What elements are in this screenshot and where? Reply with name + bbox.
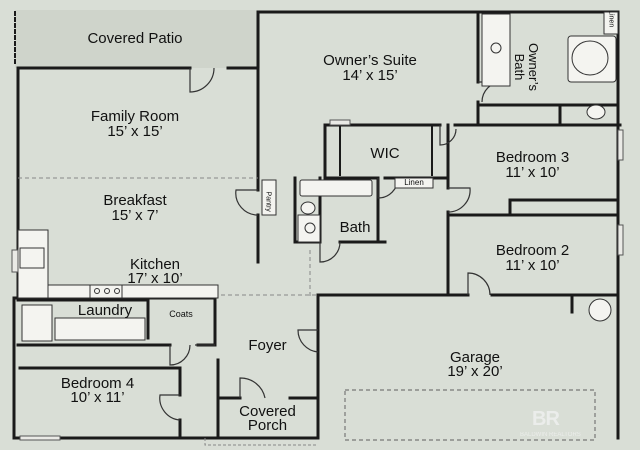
water-heater xyxy=(588,298,612,322)
bedroom-3-size: 11’ x 10’ xyxy=(505,164,560,181)
family-room-size: 15’ x 15’ xyxy=(107,123,163,140)
bath-tub xyxy=(299,179,373,197)
bedroom-4-size: 10’ x 11’ xyxy=(70,389,125,406)
covered-patio-label: Covered Patio xyxy=(87,30,183,47)
kitchen-label: Kitchen xyxy=(129,256,181,273)
coats-label: Coats xyxy=(169,309,193,319)
watermark-text: BALDWIN REALTORS xyxy=(520,432,581,438)
fixtures xyxy=(17,11,619,342)
garage-label: Garage xyxy=(449,349,501,366)
laundry-label: Laundry xyxy=(77,302,133,319)
owners-bath-linen-label: Linen xyxy=(607,10,615,28)
washer xyxy=(21,304,53,342)
windows xyxy=(11,119,624,441)
owners-bath-linen-closet xyxy=(603,11,619,35)
pantry-shelf xyxy=(261,179,277,216)
owners-suite-label: Owner’s Suite xyxy=(323,52,417,69)
kitchen-size: 17’ x 10’ xyxy=(127,270,183,287)
watermark-logo: BR xyxy=(532,408,560,430)
bath-label: Bath xyxy=(339,219,371,236)
bedroom-3-label: Bedroom 3 xyxy=(495,149,570,166)
foyer-label: Foyer xyxy=(248,337,287,354)
linen-label: Linen xyxy=(404,178,424,187)
pantry-label: Pantry xyxy=(264,191,272,212)
walls xyxy=(12,10,622,440)
dryer xyxy=(54,317,146,341)
kitchen-sink xyxy=(19,247,45,269)
owners-bath-label: Owner’s Bath xyxy=(512,43,541,91)
bedroom-2-size: 11’ x 10’ xyxy=(505,257,560,274)
patio-floor xyxy=(15,10,260,68)
bath-toilet xyxy=(300,201,316,215)
covered-porch-label-2: Porch xyxy=(247,417,288,434)
porch-boundary xyxy=(204,438,318,446)
wic-label: WIC xyxy=(370,145,400,162)
breakfast-size: 15’ x 7’ xyxy=(111,207,159,224)
covered-porch-label: Covered xyxy=(239,403,296,420)
breakfast-label: Breakfast xyxy=(103,192,167,209)
family-room-label: Family Room xyxy=(90,108,180,125)
bedroom-4-label: Bedroom 4 xyxy=(60,375,135,392)
bedroom-2-label: Bedroom 2 xyxy=(495,242,570,259)
owners-bath-toilet xyxy=(586,104,606,120)
owners-suite-size: 14’ x 15’ xyxy=(342,67,398,84)
door-swings xyxy=(159,67,503,421)
linen-shelf xyxy=(394,177,434,189)
garage-size: 19’ x 20’ xyxy=(447,363,503,380)
